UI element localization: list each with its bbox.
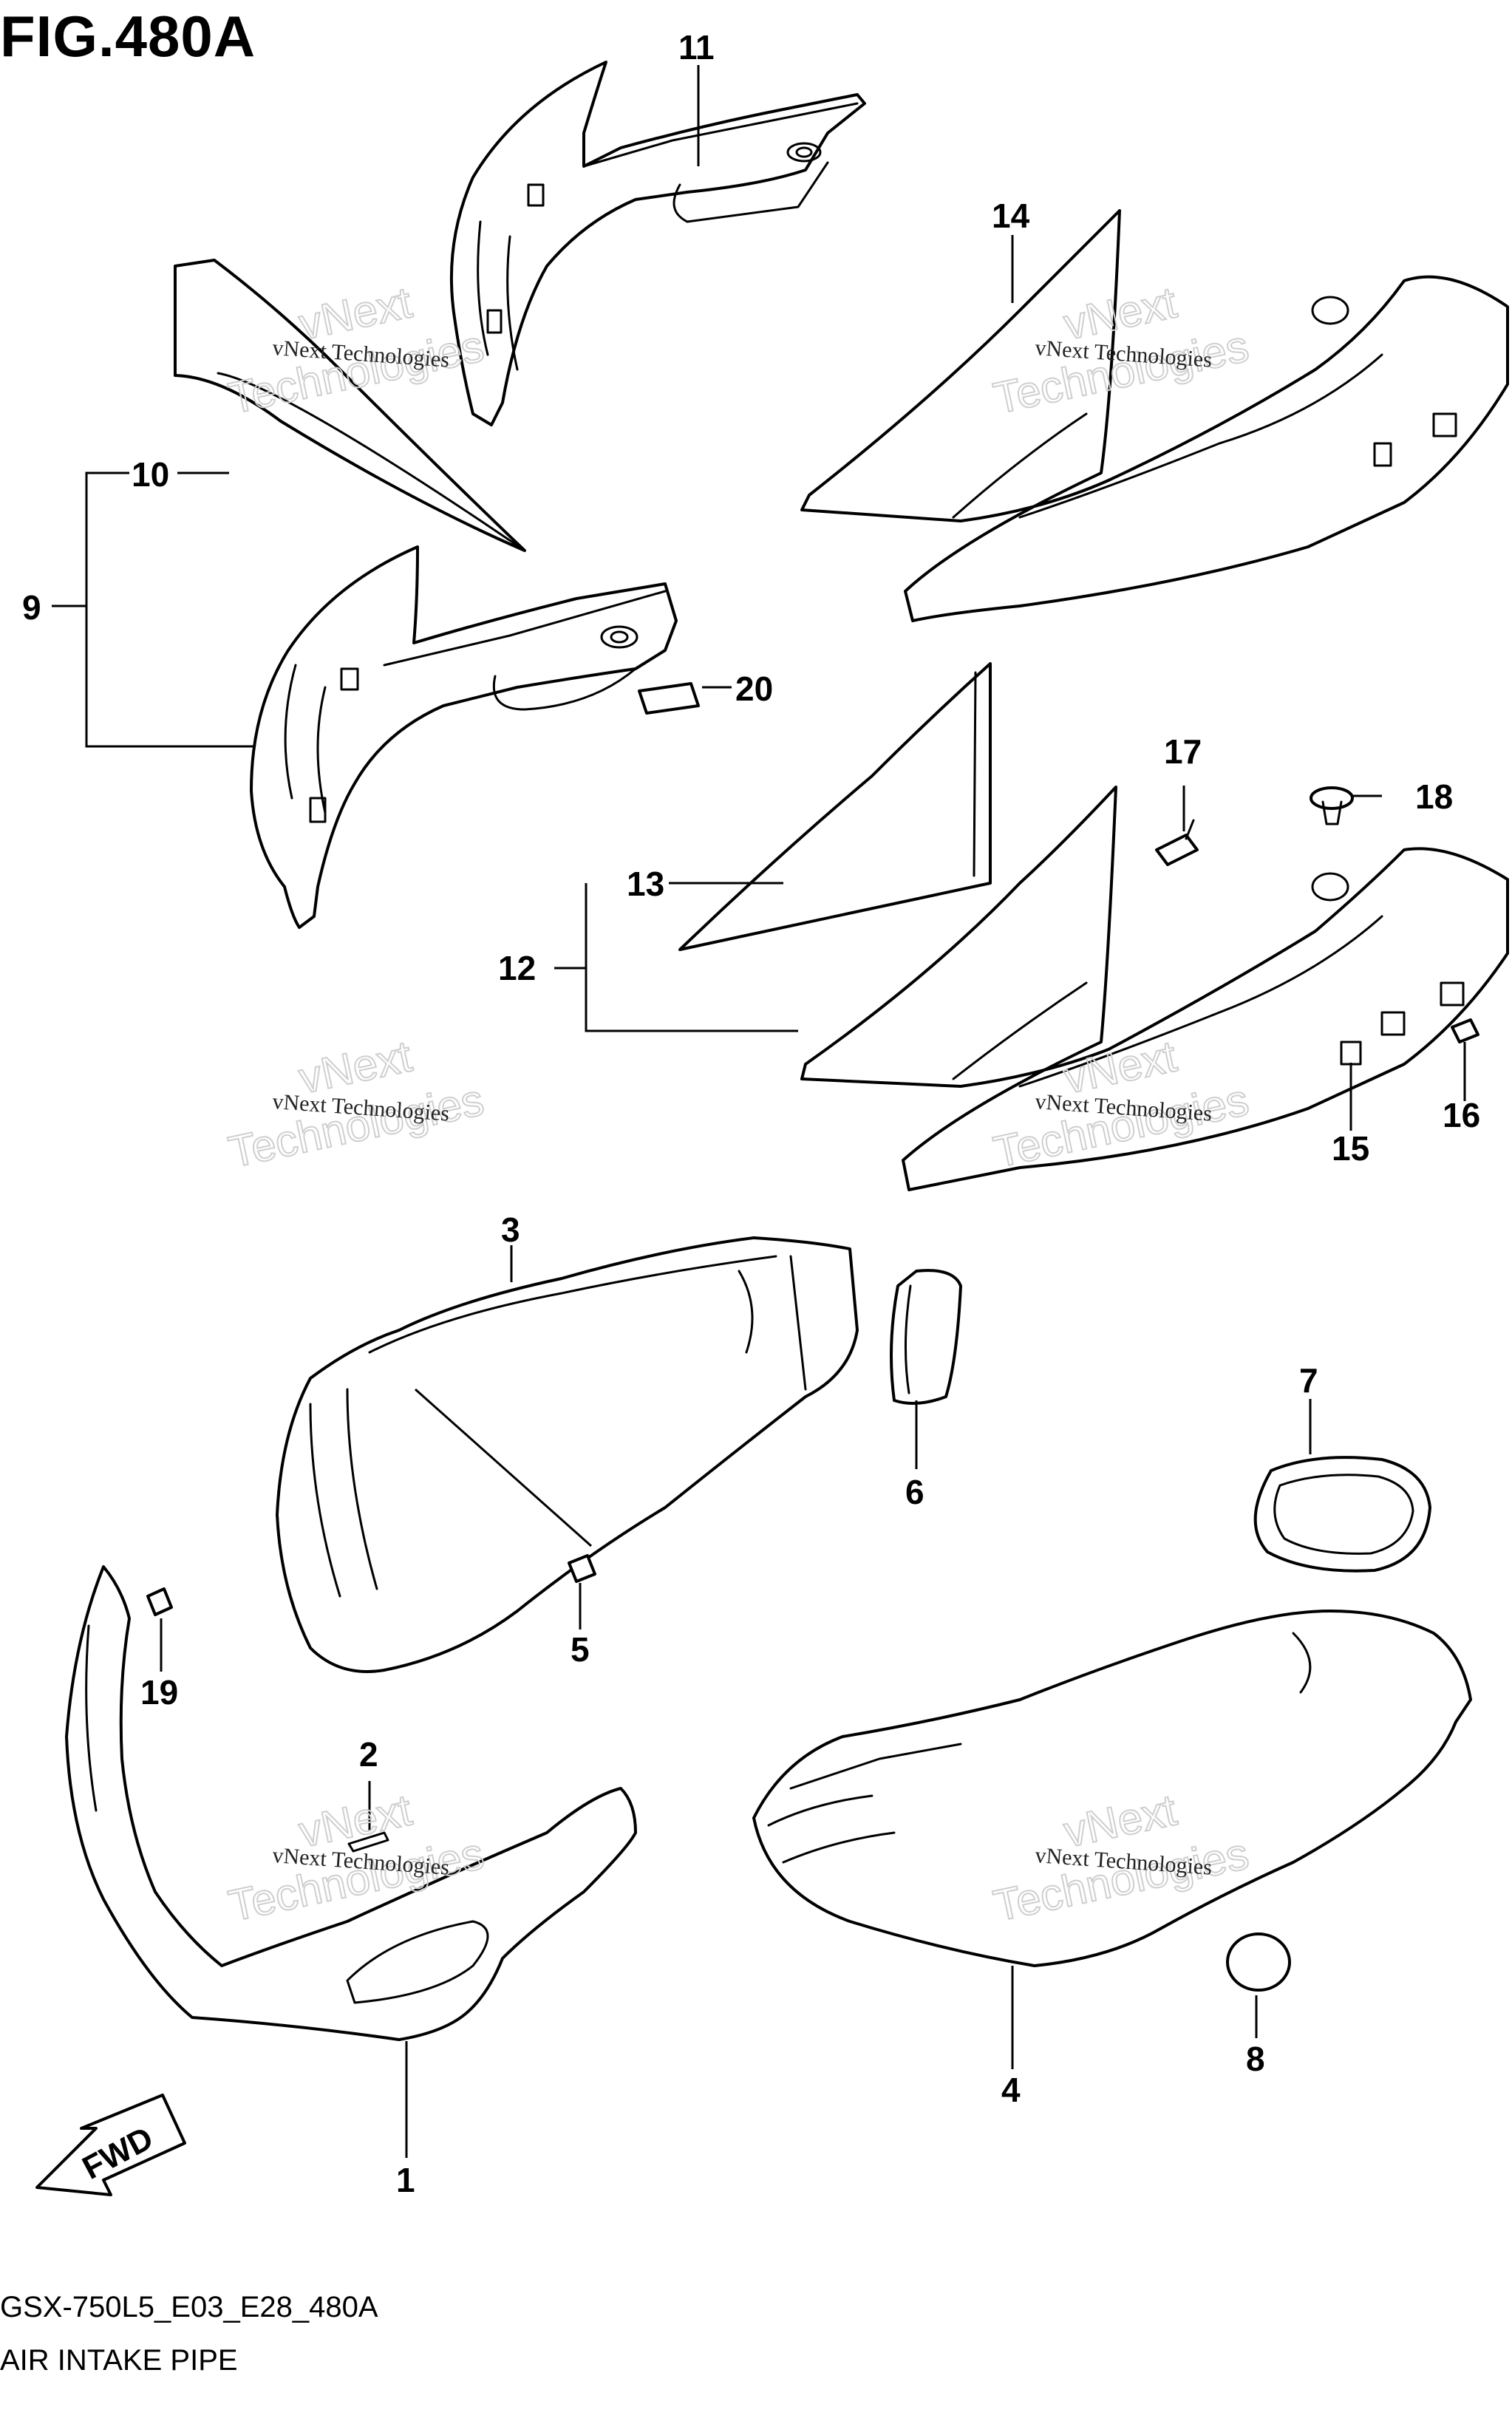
callout-5: 5	[571, 1630, 590, 1669]
figure-code: GSX-750L5_E03_E28_480A	[0, 2291, 378, 2323]
leader-lines	[52, 65, 1466, 2158]
callout-4: 4	[1001, 2071, 1021, 2109]
callout-20: 20	[735, 670, 773, 708]
part-12-side-cowl	[800, 786, 1509, 1191]
callout-10: 10	[132, 455, 169, 494]
callout-1: 1	[396, 2161, 415, 2199]
part-20-pad	[638, 682, 700, 715]
callout-11: 11	[678, 28, 715, 67]
callout-8: 8	[1246, 2040, 1265, 2078]
part-16-screw	[1451, 1018, 1479, 1043]
part-1-lower-cowl	[65, 1565, 637, 2041]
part-2-label	[347, 1831, 389, 1853]
callout-6: 6	[905, 1473, 924, 1511]
part-19-screw	[146, 1587, 173, 1616]
part-9-inner-cowl-assembly	[250, 545, 678, 929]
part-14-side-cowl	[800, 209, 1509, 622]
part-18-rivet	[1310, 786, 1354, 825]
callouts: 11 10 9 20 14 13 12 17 18 15 16 3 6 7 5 …	[22, 28, 1480, 2199]
part-17-screw	[1155, 819, 1199, 866]
part-8-grommet	[1226, 1932, 1291, 1992]
callout-12: 12	[498, 949, 536, 987]
part-10-film	[174, 259, 526, 552]
fwd-arrow: FWD	[35, 2094, 186, 2196]
figure-title: FIG.480A	[0, 4, 256, 69]
callout-18: 18	[1415, 777, 1453, 816]
part-4-air-intake-duct	[752, 1610, 1472, 1967]
callout-17: 17	[1164, 732, 1202, 771]
callout-9: 9	[22, 588, 41, 627]
part-11-inner-cowl	[449, 61, 866, 426]
callout-3: 3	[501, 1210, 520, 1249]
part-6-seal	[890, 1269, 962, 1405]
callout-15: 15	[1332, 1129, 1369, 1168]
part-13-film	[678, 662, 992, 951]
callout-13: 13	[627, 865, 664, 903]
part-5-clip	[568, 1554, 596, 1583]
callout-7: 7	[1299, 1361, 1318, 1400]
callout-2: 2	[359, 1735, 378, 1774]
part-7-seal-ring	[1253, 1456, 1431, 1573]
callout-14: 14	[992, 197, 1030, 235]
callout-16: 16	[1443, 1096, 1480, 1134]
callout-19: 19	[140, 1673, 178, 1712]
watermark-3: vNext Technologies vNext Technologies	[224, 1030, 489, 1177]
part-3-air-intake-duct	[276, 1236, 859, 1673]
figure-name: AIR INTAKE PIPE	[0, 2344, 238, 2377]
